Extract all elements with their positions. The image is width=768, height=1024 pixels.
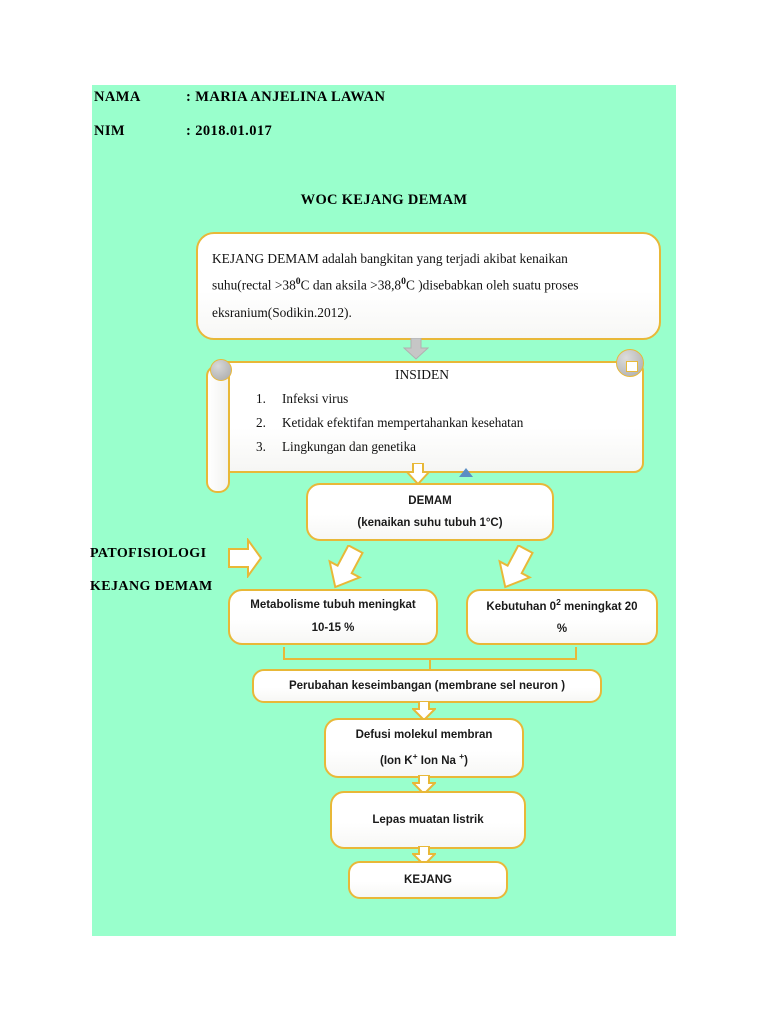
arrow-perubahan-to-defusi xyxy=(412,701,436,721)
arrow-demam-to-metabolisme xyxy=(328,545,364,589)
page-title: WOC KEJANG DEMAM xyxy=(300,192,468,208)
ion-na-superscript: + xyxy=(459,750,465,761)
definition-line-2b: C dan aksila >38,8 xyxy=(300,277,402,293)
insiden-body xyxy=(214,361,644,473)
oksigen-box: Kebutuhan 02 meningkat 20 % xyxy=(466,589,658,645)
metabolisme-line-2: 10-15 % xyxy=(311,622,355,634)
demam-title: DEMAM xyxy=(408,494,452,507)
list-item-label: Infeksi virus xyxy=(282,391,349,406)
arrow-definition-to-insiden xyxy=(403,338,429,360)
defusi-line-2: (Ion K+ Ion Na +) xyxy=(379,750,468,767)
lepas-muatan-listrik-box: Lepas muatan listrik xyxy=(330,791,526,849)
defusi-line-2c: ) xyxy=(464,754,468,767)
arrow-patofisiologi-right xyxy=(228,538,262,578)
arrow-lepas-to-kejang xyxy=(412,846,436,866)
patofisiologi-label: PATOFISIOLOGI KEJANG DEMAM xyxy=(90,538,213,604)
list-item: 1. Infeksi virus xyxy=(256,391,523,407)
student-name-value: : MARIA ANJELINA LAWAN xyxy=(186,89,386,105)
patofisiologi-line-2: KEJANG DEMAM xyxy=(90,578,213,594)
metabolisme-line-1: Metabolisme tubuh meningkat xyxy=(250,599,416,612)
list-item: 3. Lingkungan dan genetika xyxy=(256,439,523,455)
student-name-label: NAMA xyxy=(94,89,141,105)
oksigen-line-1: Kebutuhan 02 meningkat 20 xyxy=(486,596,638,613)
list-item: 2. Ketidak efektifan mempertahankan keseh… xyxy=(256,415,523,431)
scroll-curl-right-notch xyxy=(626,361,638,372)
perubahan-keseimbangan-box: Perubahan keseimbangan (membrane sel neu… xyxy=(252,669,602,703)
superscript-degree-2: 0 xyxy=(401,276,406,288)
oksigen-line-1a: Kebutuhan 0 xyxy=(486,600,557,613)
scroll-curl-left-cap-icon xyxy=(210,359,232,381)
list-item-number: 2. xyxy=(256,415,266,430)
student-nim-value: : 2018.01.017 xyxy=(186,123,273,139)
student-nim-label: NIM xyxy=(94,123,126,139)
demam-subtitle: (kenaikan suhu tubuh 1°C) xyxy=(357,516,503,529)
metabolisme-box: Metabolisme tubuh meningkat 10-15 % xyxy=(228,589,438,645)
oksigen-line-2: % xyxy=(556,623,568,636)
demam-box: DEMAM (kenaikan suhu tubuh 1°C) xyxy=(306,483,554,541)
definition-line-3: eksranium(Sodikin.2012). xyxy=(212,304,352,320)
definition-text: KEJANG DEMAM adalah bangkitan yang terja… xyxy=(212,246,579,327)
superscript-degree-1: 0 xyxy=(295,276,301,288)
lepas-label: Lepas muatan listrik xyxy=(372,813,484,826)
perubahan-label: Perubahan keseimbangan (membrane sel neu… xyxy=(288,679,566,692)
arrow-defusi-to-lepas xyxy=(412,775,436,795)
ion-k-superscript: + xyxy=(412,750,418,761)
definition-line-1: KEJANG DEMAM adalah bangkitan yang terja… xyxy=(212,250,568,266)
defusi-line-1: Defusi molekul membran xyxy=(355,728,493,741)
arrow-demam-to-oksigen xyxy=(498,545,534,589)
oksigen-superscript: 2 xyxy=(556,596,561,607)
insiden-list: 1. Infeksi virus 2. Ketidak efektifan memp… xyxy=(256,391,523,463)
scroll-curl-left xyxy=(206,365,230,493)
definition-box: KEJANG DEMAM adalah bangkitan yang terja… xyxy=(196,232,661,340)
list-item-number: 3. xyxy=(256,439,266,454)
patofisiologi-line-1: PATOFISIOLOGI xyxy=(90,546,207,561)
blue-marker-icon xyxy=(459,468,473,477)
list-item-label: Ketidak efektifan mempertahankan kesehat… xyxy=(282,415,524,430)
defusi-line-2b: Ion Na xyxy=(417,754,460,767)
defusi-molekul-box: Defusi molekul membran (Ion K+ Ion Na +) xyxy=(324,718,524,778)
definition-line-2a: suhu(rectal >38 xyxy=(212,277,296,293)
list-item-number: 1. xyxy=(256,391,266,406)
list-item-label: Lingkungan dan genetika xyxy=(282,439,417,454)
insiden-title: INSIDEN xyxy=(395,367,449,382)
merge-connector-bracket xyxy=(283,647,577,669)
insiden-scroll-box: INSIDEN 1. Infeksi virus 2. Ketidak efekti… xyxy=(196,349,648,495)
oksigen-line-1b: meningkat 20 xyxy=(560,600,638,613)
kejang-label: KEJANG xyxy=(404,873,452,886)
arrow-insiden-to-demam xyxy=(406,463,430,485)
defusi-line-2a: (Ion K xyxy=(379,754,413,767)
kejang-box: KEJANG xyxy=(348,861,508,899)
definition-line-2c: C )disebabkan oleh suatu proses xyxy=(405,277,579,293)
